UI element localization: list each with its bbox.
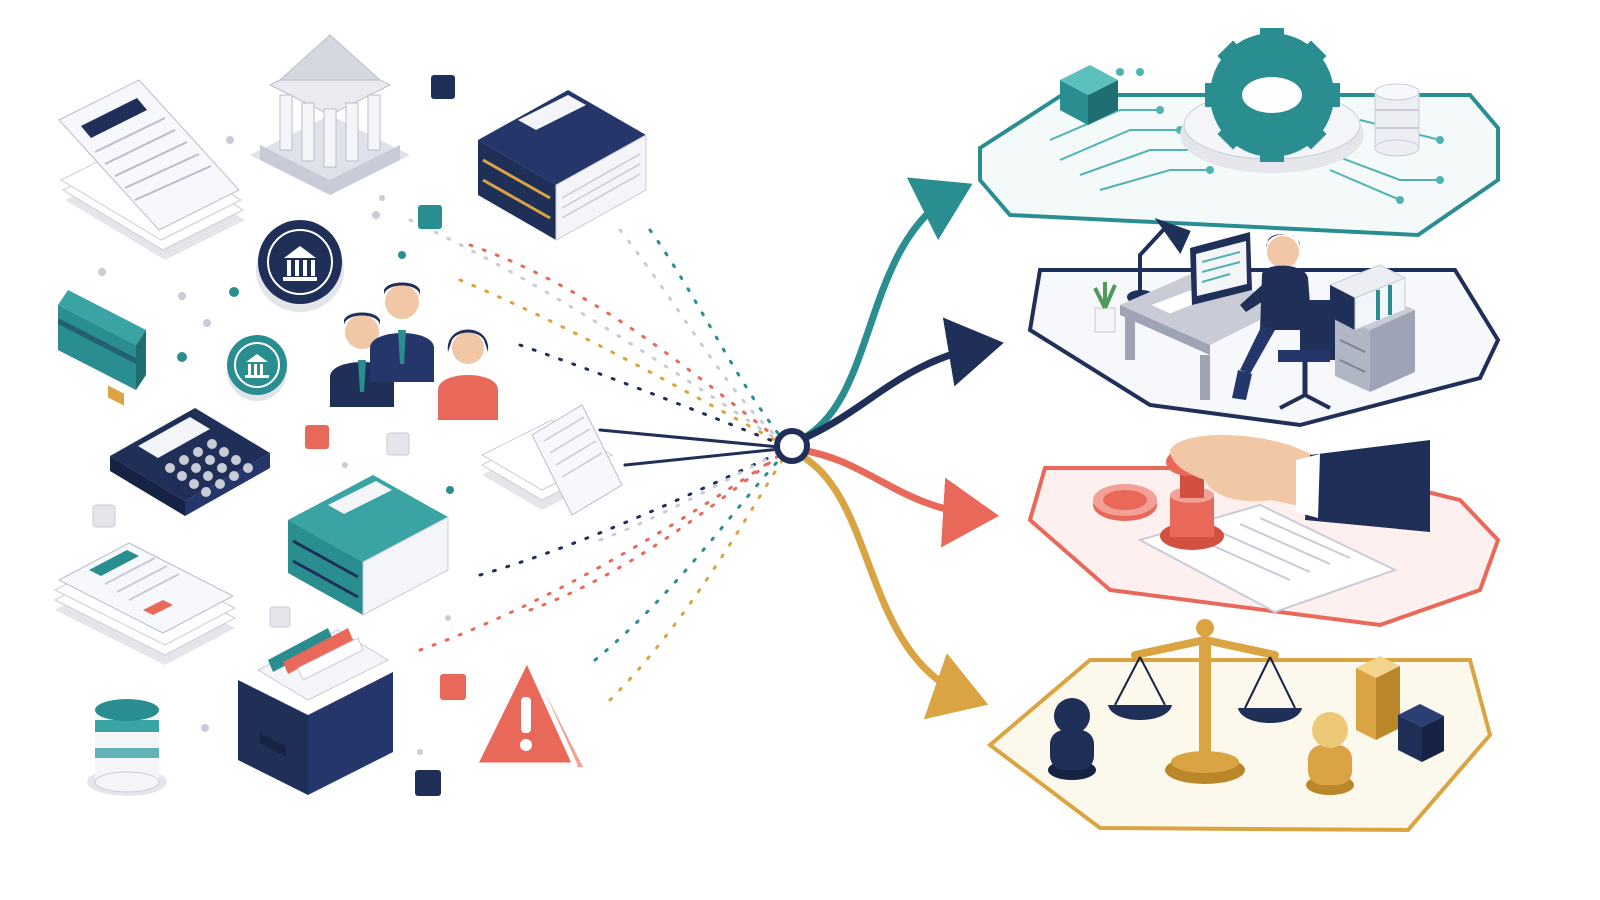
cube-teal: [418, 205, 442, 229]
cube-gray: [386, 432, 410, 456]
stamp-hand-icon: [1160, 434, 1430, 550]
credit-card-icon: [58, 290, 146, 406]
arrow-navy: [796, 317, 1004, 444]
bank-coin-icon: [256, 220, 344, 312]
person-icon: [438, 329, 498, 420]
circuit-traces: [1049, 109, 1441, 201]
gold-block-icon: [1356, 656, 1400, 740]
computer-monitor-icon: [1190, 232, 1252, 305]
arrow-teal: [796, 177, 973, 444]
arrow-gold: [796, 451, 989, 720]
database-icon: [1374, 83, 1420, 157]
flow-line: [518, 343, 792, 450]
cube-coral: [440, 674, 466, 700]
person-icon: [370, 282, 434, 382]
server-cube-icon: [1060, 65, 1118, 125]
report-documents-icon: [53, 542, 237, 665]
people-group-icon: [330, 282, 498, 420]
cube-navy: [415, 770, 441, 796]
flow-line: [648, 228, 792, 450]
panel-justice-compliance: [986, 619, 1493, 833]
flow-line: [598, 446, 792, 542]
output-arrows: [796, 177, 1004, 720]
panel-automation-platform: [978, 28, 1500, 238]
cube-navy: [431, 75, 455, 99]
law-book-navy-icon: [478, 90, 647, 241]
flow-lines: [408, 218, 792, 702]
navy-block-icon: [1398, 704, 1444, 762]
flow-line: [468, 243, 792, 450]
bank-coin-small-icon: [227, 335, 287, 401]
gear-circuit-icon: [1180, 28, 1364, 173]
flow-line: [528, 446, 792, 612]
panel-professional-workspace: [1027, 217, 1501, 428]
cube-gray: [92, 504, 116, 528]
cube-coral: [305, 425, 329, 449]
convergence-hub-icon: [774, 428, 810, 464]
flow-line: [418, 446, 792, 652]
flow-line: [618, 228, 792, 450]
bank-building-icon: [250, 34, 410, 195]
cube-gray: [269, 606, 291, 628]
stamp-imprint-icon: [1093, 484, 1157, 521]
document-stack-icon: [58, 79, 245, 260]
decor-dots: [98, 136, 454, 755]
law-book-teal-icon: [288, 475, 449, 616]
database-icon: [87, 699, 167, 796]
flow-line: [608, 446, 792, 702]
scales-of-justice-icon: [1108, 619, 1302, 784]
binder-stack-icon: [1328, 264, 1407, 331]
flow-line: [478, 446, 792, 577]
warning-triangle-icon: [472, 656, 583, 768]
decor-cubes: [92, 75, 466, 796]
panel-approval-stamp: [1027, 434, 1501, 628]
plant-icon: [1093, 282, 1117, 333]
flow-line: [593, 446, 792, 662]
flow-connectors: [598, 428, 792, 467]
file-box-icon: [238, 628, 393, 795]
flow-connector: [598, 428, 792, 450]
person-figure-icon: [1048, 698, 1096, 780]
flow-line: [458, 278, 792, 450]
paper-stack-icon: [480, 404, 623, 516]
office-worker-icon: [1232, 234, 1312, 400]
person-figure-gold-icon: [1306, 712, 1354, 795]
calculator-icon: [110, 408, 270, 516]
flow-connector: [623, 446, 792, 467]
arrow-coral: [796, 446, 999, 548]
